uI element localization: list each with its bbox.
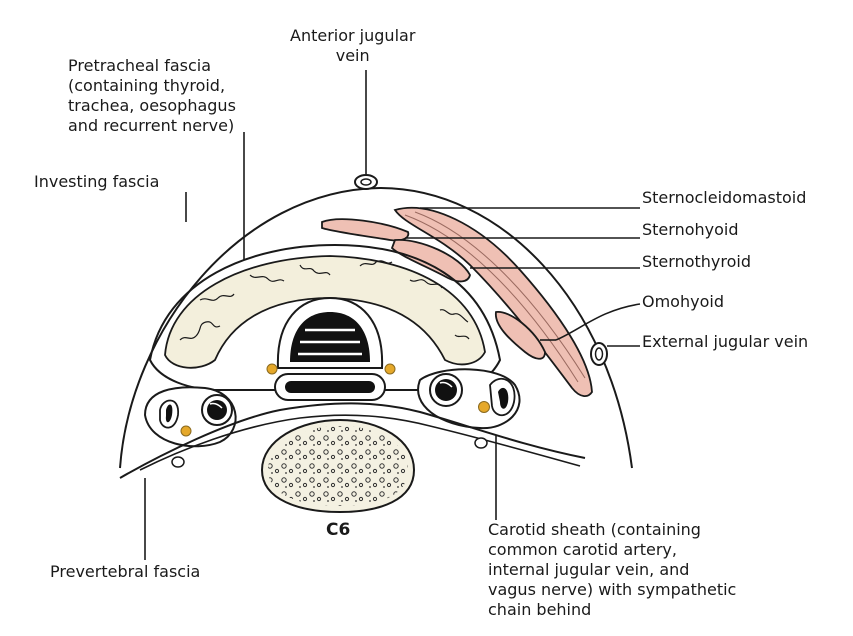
oesophagus — [275, 374, 385, 400]
label-omohyoid: Omohyoid — [642, 292, 724, 312]
label-sternocleidomastoid: Sternocleidomastoid — [642, 188, 806, 208]
label-prevertebral-fascia: Prevertebral fascia — [50, 562, 200, 582]
label-anterior-jugular-vein: Anterior jugular vein — [290, 26, 415, 66]
trachea — [278, 298, 382, 368]
label-c6: C6 — [326, 520, 350, 540]
sympathetic-chain-left — [172, 457, 184, 467]
label-investing-fascia: Investing fascia — [34, 172, 159, 192]
external-jugular-vein — [591, 343, 607, 365]
label-carotid-sheath: Carotid sheath (containing common caroti… — [488, 520, 736, 620]
label-external-jugular-vein: External jugular vein — [642, 332, 808, 352]
sternohyoid-muscle — [322, 219, 408, 240]
c6-vertebral-body — [262, 420, 414, 512]
label-sternohyoid: Sternohyoid — [642, 220, 739, 240]
sympathetic-chain-right — [475, 438, 487, 448]
carotid-sheath-right — [418, 369, 519, 428]
recurrent-nerve-left — [267, 364, 277, 374]
anterior-jugular-vein — [355, 175, 377, 189]
recurrent-nerve-right — [385, 364, 395, 374]
label-sternothyroid: Sternothyroid — [642, 252, 751, 272]
label-pretracheal-fascia: Pretracheal fascia (containing thyroid, … — [68, 56, 236, 136]
carotid-sheath-left — [145, 387, 236, 446]
